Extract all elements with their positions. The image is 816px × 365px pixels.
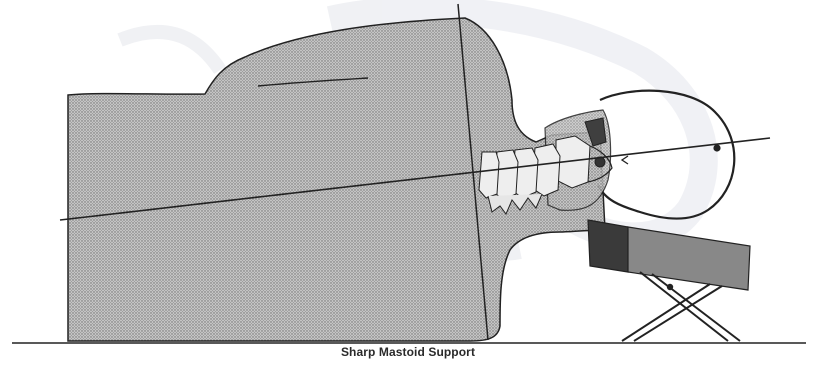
support-pad-dark (588, 220, 628, 272)
axis-arrow-mark (622, 156, 628, 164)
support-pivot (667, 284, 673, 290)
support-pad-gray (628, 227, 750, 290)
mastoid-support-stand (588, 220, 750, 341)
figure-caption: Sharp Mastoid Support (0, 345, 816, 359)
vertebra-c5 (479, 152, 499, 198)
skull-center-point (713, 144, 720, 151)
